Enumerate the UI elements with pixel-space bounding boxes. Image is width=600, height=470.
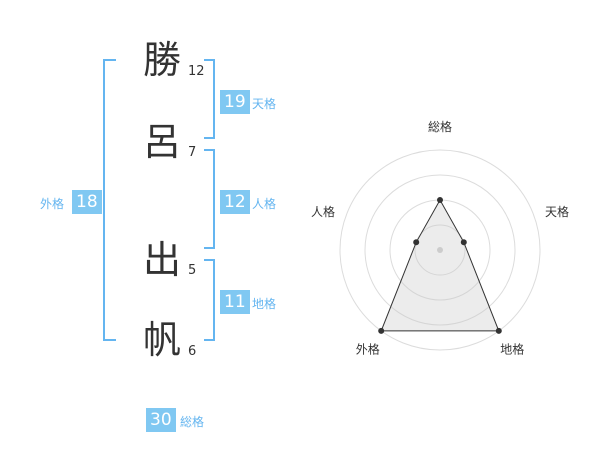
radar-center — [437, 247, 443, 253]
radar-axis-label: 地格 — [500, 342, 524, 357]
name-char-3-strokes: 5 — [188, 263, 197, 278]
name-char-1: 勝 — [142, 38, 181, 82]
radar-axis-label: 人格 — [311, 204, 335, 219]
radar-axis-label: 総格 — [428, 119, 452, 134]
tenkaku-label: 天格 — [252, 97, 277, 111]
gaikaku-bracket — [103, 59, 116, 341]
name-char-4-strokes: 6 — [188, 344, 197, 359]
gaikaku-value: 18 — [72, 190, 102, 214]
soukaku-value: 30 — [146, 408, 176, 432]
jinkaku-value: 12 — [220, 190, 250, 214]
radar-point-1 — [460, 239, 467, 246]
tenkaku-value: 19 — [220, 90, 250, 114]
radar-axis-label: 外格 — [356, 342, 380, 357]
chikaku-label: 地格 — [252, 297, 277, 311]
jinkaku-label: 人格 — [252, 197, 277, 211]
soukaku-label: 総格 — [180, 415, 205, 429]
name-char-2: 呂 — [142, 120, 181, 164]
radar-point-0 — [437, 197, 443, 203]
chikaku-value: 11 — [220, 290, 250, 314]
radar-point-2 — [495, 327, 502, 334]
radar-series-polygon — [380, 198, 500, 332]
name-char-2-strokes: 7 — [188, 145, 197, 160]
name-char-1-strokes: 12 — [188, 64, 205, 79]
tenkaku-bracket — [204, 59, 215, 139]
name-char-3: 出 — [142, 238, 181, 282]
radar-point-4 — [413, 239, 420, 246]
chikaku-bracket — [204, 259, 215, 341]
gaikaku-label: 外格 — [40, 197, 65, 211]
radar-grid-ring-3 — [364, 174, 516, 326]
radar-axis-label: 天格 — [545, 204, 569, 219]
radar-grid-ring-1 — [414, 224, 466, 276]
name-char-4: 帆 — [142, 318, 181, 362]
radar-point-3 — [378, 327, 385, 334]
jinkaku-bracket — [204, 149, 215, 249]
radar-grid-ring-4 — [339, 149, 541, 351]
